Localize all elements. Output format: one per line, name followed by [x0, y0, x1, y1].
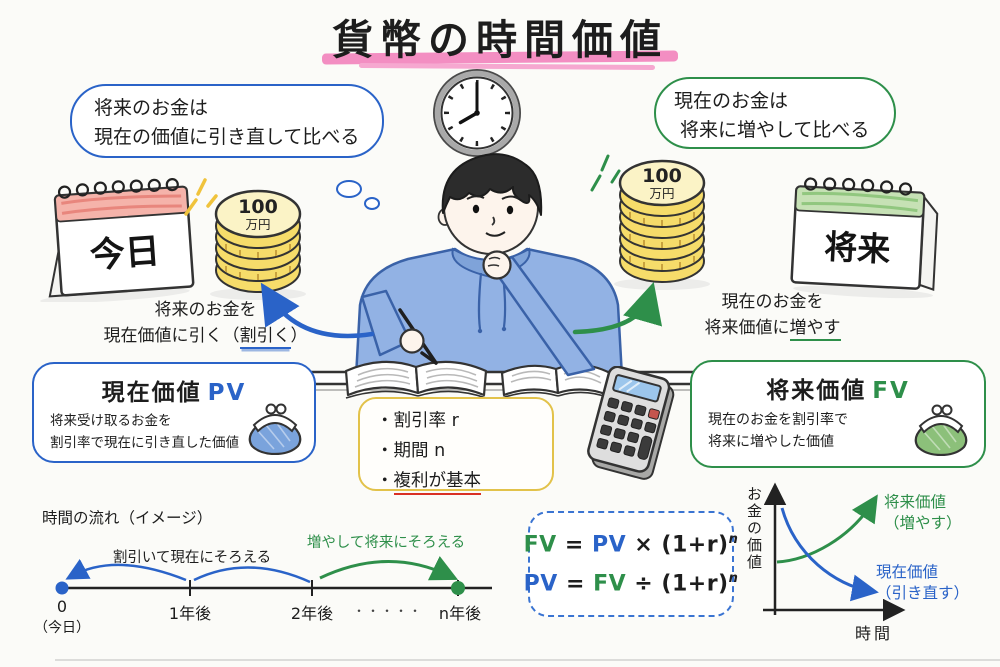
- tick-ellipsis: ・・・・・: [352, 604, 424, 618]
- timeline-discount-label: 割引いて現在にそろえる: [112, 550, 272, 566]
- caption-discount-line2: 現在価値に引く（割引く）: [58, 323, 353, 350]
- tick-0: 0: [56, 597, 68, 616]
- future-dot: [451, 581, 465, 595]
- head: [437, 153, 543, 255]
- eyebrows: [466, 195, 520, 200]
- coin-stack-left: 100 万円: [210, 189, 306, 300]
- present-dot: [55, 581, 69, 595]
- thought-bubble-left: 将来のお金は 現在の価値に引き直して比べる: [70, 84, 384, 158]
- caption-discount: 将来のお金を 現在価値に引く（割引く）: [58, 297, 353, 350]
- purse-blue-icon: [248, 403, 302, 455]
- caption-grow-line1: 現在のお金を: [721, 292, 824, 312]
- coin-right-unit: 万円: [649, 186, 674, 201]
- page-title-text: 貨幣の時間価値: [332, 16, 668, 64]
- pv-box-body: 将来受け取るお金を割引率で現在に引き直した価値: [50, 413, 239, 451]
- formula-fv: FV = PV × (1+r)n: [523, 531, 739, 557]
- open-book-left: [344, 360, 488, 399]
- arm-chin: [490, 255, 596, 377]
- tick-2year: 2年後: [290, 604, 334, 623]
- table-edge-line: [55, 659, 1000, 661]
- caption-discount-line1: 将来のお金を: [154, 300, 257, 320]
- formula-pv: PV = FV ÷ (1+r)n: [523, 571, 739, 597]
- pink-highlight-light: [358, 62, 655, 71]
- graph-x-label: 時間: [855, 624, 894, 643]
- param-compound: ・複利が基本: [376, 467, 552, 497]
- thought-line1: 将来のお金は: [94, 97, 209, 119]
- graph-fv-label: 将来価値（増やす）: [884, 493, 962, 532]
- writing-hand: [399, 328, 425, 354]
- value-time-graph: [763, 482, 906, 622]
- tick-nyear: n年後: [438, 604, 482, 623]
- purse-green-icon: [914, 404, 968, 456]
- grow-word: 増やす: [789, 318, 841, 342]
- coin-left-unit: 万円: [245, 217, 270, 232]
- graph-pv-label: 現在価値（引き直す）: [876, 563, 970, 602]
- discount-word: 割引く: [239, 326, 291, 350]
- timeline-grow-label: 増やして将来にそろえる: [306, 535, 466, 551]
- discount-arc-1: [193, 566, 311, 584]
- calculator-icon: [587, 366, 675, 480]
- pv-abbr: PV: [207, 380, 247, 406]
- page-title: 貨幣の時間価値: [321, 6, 679, 71]
- grow-arc: [319, 556, 459, 581]
- calendar-today: 今日: [40, 177, 195, 302]
- fv-curve: [776, 494, 878, 564]
- pv-curve: [780, 507, 879, 602]
- sparkle-yellow-icon: [184, 178, 218, 216]
- fv-abbr: FV: [872, 378, 910, 404]
- timeline-heading: 時間の流れ（イメージ）: [42, 509, 213, 527]
- spiral-binding: [804, 177, 913, 196]
- spiral-binding: [57, 177, 179, 199]
- thought-line2: 現在の価値に引き直して比べる: [94, 126, 360, 149]
- calendar-future: 将来: [790, 177, 939, 299]
- timeline-axis: [55, 556, 492, 596]
- tick-0-sub: （今日）: [34, 620, 90, 636]
- graph-y-label: お金の価値: [745, 486, 763, 571]
- smile: [485, 231, 506, 237]
- person-studying-illustration: [252, 153, 748, 399]
- sparkle-green-icon: [590, 154, 621, 192]
- tick-1year: 1年後: [168, 604, 212, 623]
- caption-grow-line2: 将来価値に増やす: [645, 315, 900, 342]
- clock-icon: [433, 69, 521, 157]
- calendar-future-label: 将来: [823, 227, 891, 269]
- thought-dot-small: [364, 197, 380, 210]
- speech-line2: 将来に増やして比べる: [680, 119, 870, 142]
- hair: [441, 153, 543, 216]
- formula-box: FV = PV × (1+r)n PV = FV ÷ (1+r)n: [524, 511, 738, 617]
- caption-grow: 現在のお金を 将来価値に増やす: [645, 289, 900, 342]
- thought-dot-large: [336, 180, 362, 198]
- speech-bubble-right: 現在のお金は 将来に増やして比べる: [654, 77, 896, 149]
- discount-arc-2: [65, 558, 187, 582]
- speech-line1: 現在のお金は: [674, 90, 789, 112]
- parameters-box: ・割引率 r ・期間 n ・複利が基本: [358, 397, 554, 495]
- param-rate: ・割引率 r: [376, 411, 459, 431]
- param-period: ・期間 n: [376, 440, 446, 461]
- coin-stack-right: 100 万円: [614, 159, 710, 290]
- coin-right-value: 100: [642, 165, 682, 187]
- calendar-today-label: 今日: [89, 232, 162, 277]
- fv-box-body: 現在のお金を割引率で将来に増やした価値: [708, 412, 848, 451]
- coin-left-value: 100: [238, 196, 278, 218]
